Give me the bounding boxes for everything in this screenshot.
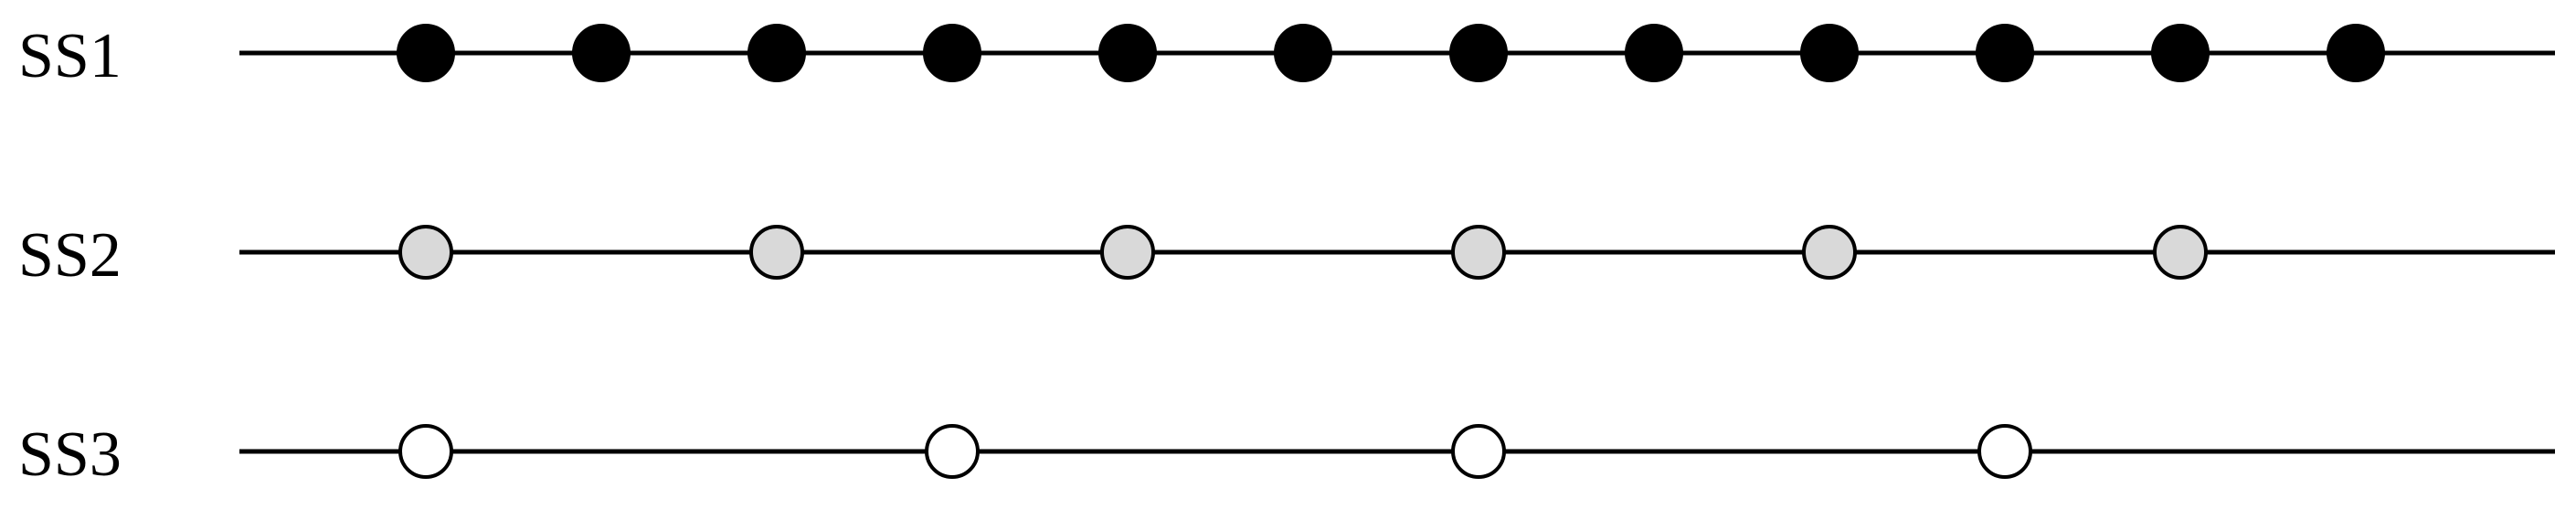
marker-ss1-7 [1449,24,1508,82]
marker-ss1-4 [923,24,981,82]
row-label-ss1: SS1 [18,21,122,91]
marker-ss3-1 [398,424,453,479]
marker-ss1-5 [1098,24,1157,82]
marker-ss1-9 [1800,24,1859,82]
marker-ss2-2 [749,225,804,280]
marker-ss1-3 [747,24,806,82]
marker-ss2-4 [1451,225,1506,280]
markers-ss3 [398,424,2032,479]
marker-ss1-11 [2151,24,2210,82]
marker-ss2-1 [398,225,453,280]
marker-ss1-12 [2327,24,2385,82]
row-ss2: SS2 [18,220,2555,291]
markers-ss1 [397,24,2385,82]
marker-ss2-3 [1100,225,1155,280]
markers-ss2 [398,225,2208,280]
marker-ss3-3 [1451,424,1506,479]
marker-ss2-5 [1802,225,1857,280]
marker-ss1-6 [1274,24,1332,82]
marker-ss1-10 [1976,24,2034,82]
marker-ss1-2 [572,24,631,82]
row-label-ss2: SS2 [18,220,122,291]
row-label-ss3: SS3 [18,419,122,490]
marker-ss2-6 [2153,225,2208,280]
marker-ss1-8 [1625,24,1683,82]
row-ss1: SS1 [18,21,2555,91]
marker-ss3-4 [1977,424,2032,479]
marker-ss1-1 [397,24,455,82]
marker-ss3-2 [925,424,980,479]
row-ss3: SS3 [18,419,2555,490]
